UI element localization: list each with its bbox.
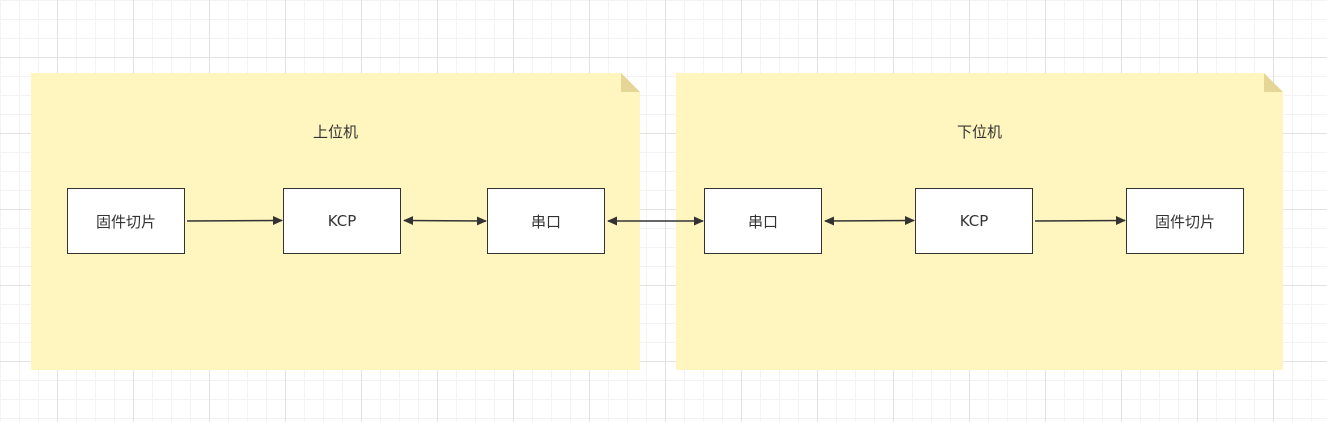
node-host-firmware[interactable]: 固件切片 (67, 188, 185, 254)
edge-device-kcp-to-firmware[interactable] (1034, 216, 1126, 226)
node-device-kcp[interactable]: KCP (915, 188, 1033, 254)
node-host-kcp[interactable]: KCP (283, 188, 401, 254)
note-device-title: 下位机 (956, 123, 1002, 141)
edge-device-serial-kcp[interactable] (824, 216, 915, 226)
node-device-firmware[interactable]: 固件切片 (1126, 188, 1244, 254)
node-device-serial[interactable]: 串口 (704, 188, 822, 254)
node-host-serial[interactable]: 串口 (487, 188, 605, 254)
edge-host-firmware-to-kcp[interactable] (186, 216, 283, 226)
note-host-title: 上位机 (312, 123, 358, 141)
edge-host-kcp-serial[interactable] (403, 216, 487, 226)
